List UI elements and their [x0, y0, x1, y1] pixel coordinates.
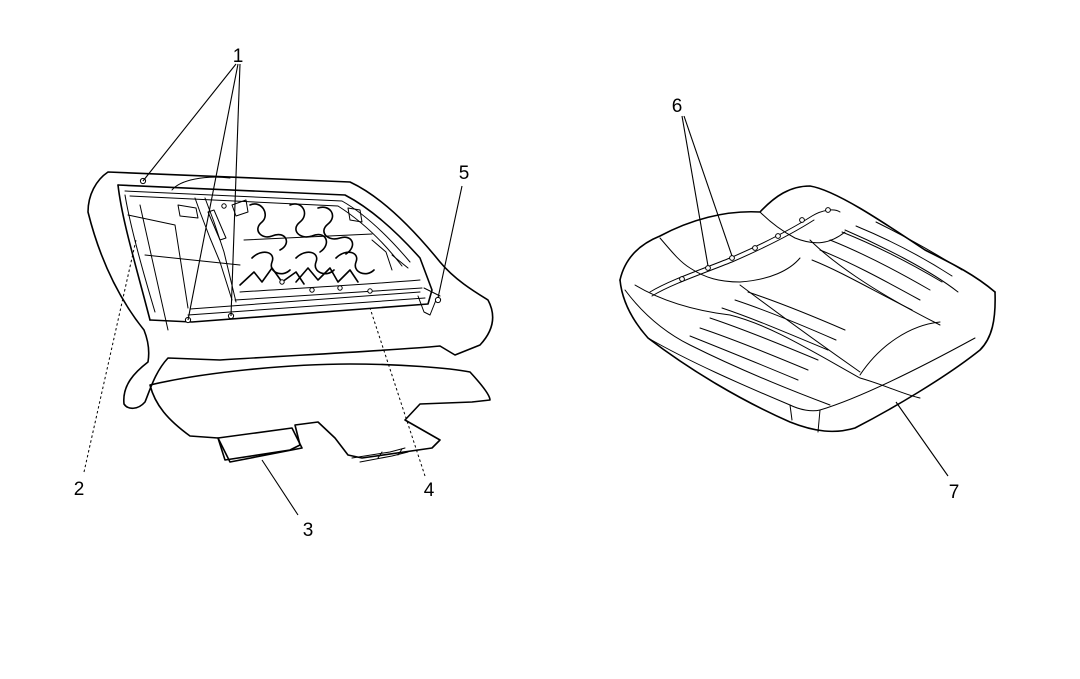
leader-6a: [681, 115, 709, 267]
callout-5: 5: [459, 163, 470, 184]
leader-5: [437, 185, 463, 299]
leader-7: [895, 401, 949, 477]
seat-cushion-cover: [619, 185, 996, 433]
callout-4: 4: [424, 480, 435, 501]
seat-spring-2: [289, 203, 328, 253]
leader-1c: [230, 63, 241, 317]
seat-frame-top-rail: [117, 184, 433, 323]
callout-2: 2: [74, 479, 85, 500]
callout-labels: 1 2 3 4 5 6 7: [74, 46, 960, 541]
callout-1: 1: [233, 46, 244, 67]
seat-pad-outline: [149, 363, 491, 461]
leader-lines: [83, 63, 949, 516]
leader-1b: [187, 63, 239, 321]
leader-6b: [683, 115, 733, 257]
callout-7: 7: [949, 482, 960, 503]
seat-cushion-frame-assembly: [87, 171, 494, 463]
seat-pad-flap: [217, 427, 303, 463]
leader-3: [261, 459, 299, 516]
cover-retainer-wire: [649, 209, 841, 293]
seat-spring-1: [249, 203, 288, 251]
leader-1a: [142, 63, 237, 182]
seat-cover-outline: [87, 171, 494, 410]
callout-3: 3: [303, 520, 314, 541]
callout-6: 6: [672, 96, 683, 117]
seat-spring-3: [317, 206, 354, 255]
leader-4: [369, 307, 426, 477]
